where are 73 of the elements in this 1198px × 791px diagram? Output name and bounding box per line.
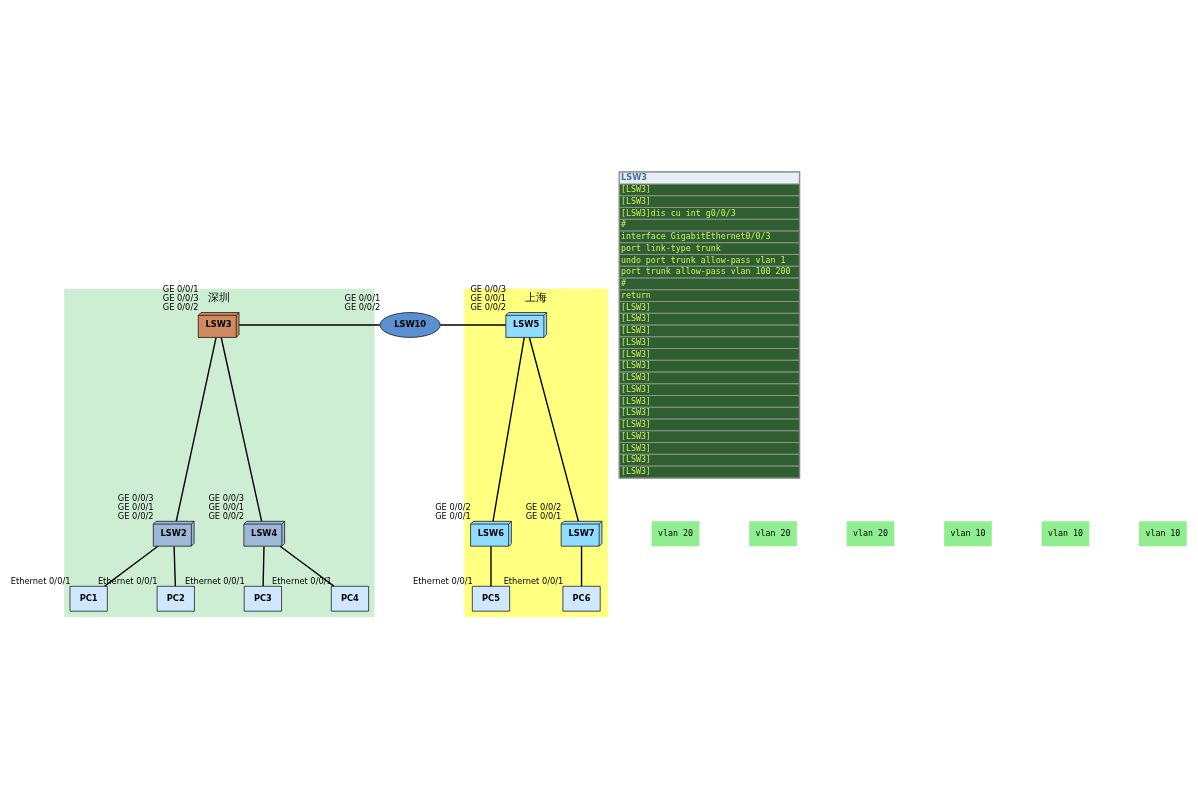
connector <box>173 545 177 587</box>
node-box: PC2 <box>156 585 195 612</box>
label: vlan 20 <box>755 527 791 538</box>
label: [LSW3] <box>620 183 651 194</box>
label: [LSW3] <box>620 430 651 441</box>
label: [LSW3] <box>620 313 651 324</box>
label: interface GigabitEthernet0/0/3 <box>620 231 771 241</box>
node-label: GE 0/0/2 <box>117 510 154 521</box>
label: vlan 20 <box>853 527 888 538</box>
connector <box>262 545 265 587</box>
node-label: GE 0/0/1 <box>162 284 199 295</box>
node-ellipse: LSW10 <box>379 312 441 338</box>
node-label: GE 0/0/2 <box>344 302 381 313</box>
label: vlan 10 <box>1047 527 1083 538</box>
node-label: GE 0/0/2 <box>525 501 562 512</box>
label: # <box>620 278 626 288</box>
label: # <box>620 219 626 230</box>
connector <box>238 324 381 326</box>
label: [LSW3] <box>620 407 651 418</box>
connector <box>528 337 580 522</box>
connector <box>104 545 159 587</box>
label: LSW3 <box>620 171 648 182</box>
label: vlan 10 <box>1145 527 1181 538</box>
label: [LSW3] <box>620 442 651 453</box>
connector <box>580 545 583 587</box>
label: [LSW3]dis cu int g0/0/3 <box>620 207 736 218</box>
node-label: GE 0/0/3 <box>208 492 245 503</box>
label: [LSW3] <box>620 395 651 406</box>
label: [LSW3] <box>620 360 651 371</box>
label: [LSW3] <box>620 372 651 383</box>
node-label: Ethernet 0/0/1 <box>503 575 564 586</box>
label: [LSW3] <box>620 419 651 430</box>
node-label: Ethernet 0/0/1 <box>413 575 473 586</box>
node-label: Ethernet 0/0/1 <box>10 575 71 586</box>
label: [LSW3] <box>620 383 651 394</box>
label: [LSW3] <box>620 325 651 336</box>
label: [LSW3] <box>620 195 651 206</box>
node-label: GE 0/0/3 <box>162 293 199 304</box>
node-label: GE 0/0/2 <box>470 302 507 313</box>
node-label: GE 0/0/1 <box>117 501 154 512</box>
node-label: GE 0/0/2 <box>162 302 199 313</box>
node-box: PC5 <box>472 585 510 612</box>
connector <box>175 337 217 522</box>
node-box: PC3 <box>243 585 282 612</box>
node-label: GE 0/0/1 <box>525 510 562 521</box>
node-label: GE 0/0/2 <box>435 501 471 512</box>
label: [LSW3] <box>620 348 651 359</box>
node-label: GE 0/0/1 <box>344 293 381 304</box>
node-label: GE 0/0/2 <box>208 510 245 521</box>
label: [LSW3] <box>620 454 651 465</box>
node-label: GE 0/0/3 <box>470 284 507 295</box>
label: [LSW3] <box>620 466 651 477</box>
label: vlan 10 <box>950 527 986 538</box>
label: undo port trunk allow-pass vlan 1 <box>620 254 786 265</box>
connector <box>439 324 507 326</box>
label: port trunk allow-pass vlan 100 200 <box>620 266 791 277</box>
connector <box>490 545 492 587</box>
node-label: GE 0/0/1 <box>208 501 245 512</box>
node-label: GE 0/0/1 <box>435 510 471 521</box>
node-label: GE 0/0/1 <box>470 293 507 304</box>
node-box: PC1 <box>69 585 108 612</box>
label: vlan 20 <box>658 527 694 538</box>
label: port link-type trunk <box>620 242 721 253</box>
node-box: PC4 <box>330 585 369 612</box>
connector <box>279 545 335 587</box>
connector <box>220 337 263 522</box>
label: [LSW3] <box>620 336 651 347</box>
connector <box>492 337 525 522</box>
node-box: PC6 <box>562 585 601 612</box>
label: [LSW3] <box>620 301 651 312</box>
label: return <box>620 289 651 300</box>
node-label: Ethernet 0/0/1 <box>184 575 245 586</box>
node-label: GE 0/0/3 <box>117 492 154 503</box>
